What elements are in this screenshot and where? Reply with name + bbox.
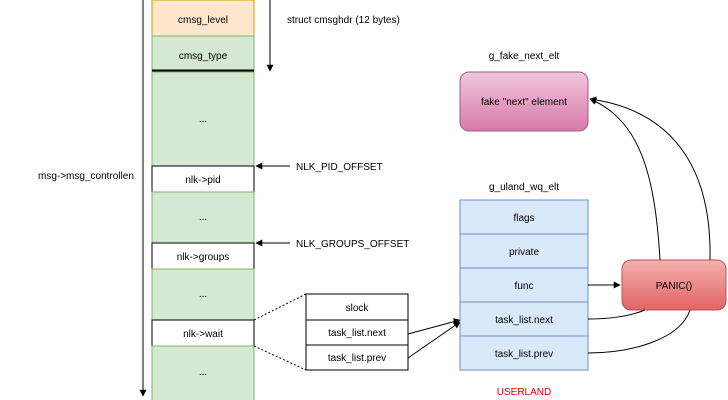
msg-controllen-label-bg (34, 168, 140, 182)
nlk-wait-cell (151, 319, 255, 347)
nlk-groups-cell (151, 242, 255, 270)
uland-func-label: func (515, 281, 534, 292)
wq-prev-cell (305, 344, 409, 371)
cmsg-type-label: cmsg_type (179, 51, 228, 62)
wq-prev-arrow (407, 321, 461, 359)
wq-prev-label: task_list.prev (328, 353, 386, 364)
green-block-3 (151, 268, 255, 321)
nlk-pid-cell (151, 165, 255, 193)
nlk-pid-label: nlk->pid (185, 175, 220, 186)
fake-next-box (459, 71, 589, 132)
wq-next-label: task_list.next (328, 328, 386, 339)
panic-to-fake-arrow-2 (589, 96, 711, 261)
nlk-wait-label: nlk->wait (183, 329, 223, 340)
left-column: cmsg_level cmsg_type ... nlk->pid ... nl… (151, 0, 255, 400)
slock-cell (305, 293, 409, 321)
groups-offset-label: NLK_GROUPS_OFFSET (296, 239, 409, 250)
uland-private-label: private (509, 247, 539, 258)
userland-label: USERLAND (497, 387, 551, 398)
zoom-line-bottom (253, 345, 307, 371)
uland-next-to-panic-line (587, 309, 646, 320)
cmsghdr-size-label: struct cmsghdr (12 bytes) (287, 15, 400, 26)
fake-next-text: fake "next" element (481, 97, 567, 108)
panic-label: PANIC() (656, 281, 692, 292)
msg-controllen-label: msg->msg_controllen (38, 171, 134, 182)
nlk-groups-label: nlk->groups (177, 252, 230, 263)
uland-prev-label: task_list.prev (495, 349, 553, 360)
ellipsis-2: ... (199, 212, 207, 223)
uland-next-cell (459, 301, 589, 337)
cmsg-level-label: cmsg_level (178, 15, 228, 26)
green-block-4 (151, 345, 255, 400)
cmsg-type-cell (151, 35, 255, 73)
uland-prev-to-panic-line (587, 309, 691, 354)
ellipsis-3: ... (199, 289, 207, 300)
pid-offset-label: NLK_PID_OFFSET (296, 162, 383, 173)
wq-next-arrow (407, 318, 461, 335)
uland-flags-label: flags (513, 213, 534, 224)
uland-func-cell (459, 267, 589, 303)
panic-to-fake-arrow-1 (589, 98, 661, 261)
panic-box (621, 259, 727, 311)
ellipsis-1: ... (199, 114, 207, 125)
uland-private-cell (459, 233, 589, 269)
uland-element: flags private func task_list.next task_l… (459, 199, 589, 371)
uland-flags-cell (459, 199, 589, 235)
cmsg-level-cell (151, 0, 255, 37)
uland-title: g_uland_wq_elt (489, 182, 559, 193)
uland-next-label: task_list.next (495, 315, 553, 326)
slock-label: slock (346, 303, 370, 314)
green-block-2 (151, 191, 255, 244)
fake-next-title: g_fake_next_elt (489, 51, 560, 62)
wait-queue-head: slock task_list.next task_list.prev (305, 293, 409, 371)
uland-prev-cell (459, 335, 589, 371)
zoom-line-top (253, 293, 307, 321)
ellipsis-4: ... (199, 367, 207, 378)
